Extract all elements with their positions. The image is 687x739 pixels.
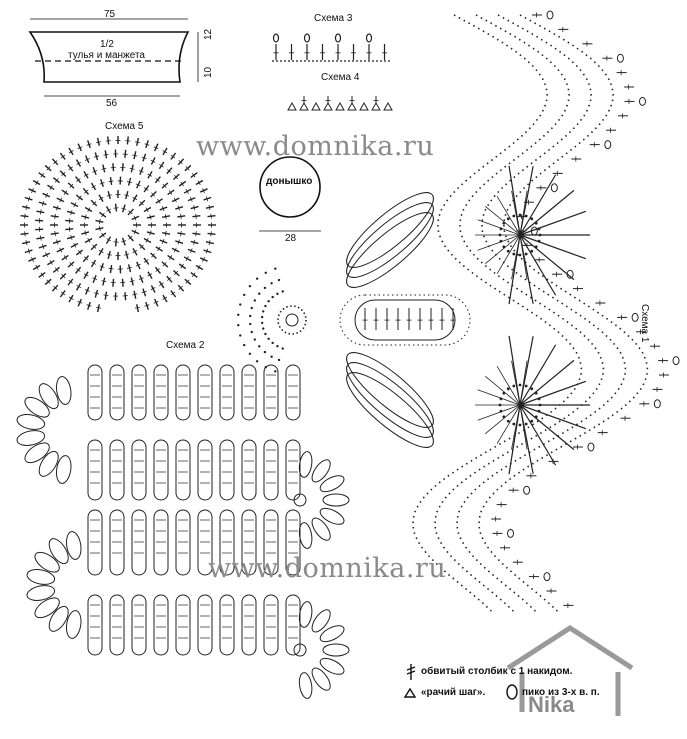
watermark-top: www.domnika.ru	[196, 131, 434, 162]
legend-crab-stitch: «рачий шаг».	[421, 687, 485, 698]
scheme-3-title: Схема 3	[314, 13, 352, 24]
scheme-3-drawing	[272, 34, 392, 61]
scheme-4-drawing	[288, 96, 392, 110]
crab-stitch-icon	[405, 689, 415, 697]
legend-double-crochet: обвитый столбик с 1 накидом.	[421, 666, 572, 677]
height-bottom-label: 10	[203, 67, 214, 78]
top-width-label: 75	[104, 9, 115, 20]
shape-name-label: тулья и манжета	[68, 50, 145, 61]
picot-icon	[507, 685, 517, 699]
scheme-5-title: Схема 5	[105, 121, 143, 132]
logo-text: Nika	[528, 692, 574, 718]
height-top-label: 12	[203, 29, 214, 40]
scheme-1-title: Схема 1	[639, 304, 650, 342]
bottom-circle-label: донышко	[266, 176, 312, 187]
scheme-2-drawing	[16, 365, 349, 699]
scheme-4-title: Схема 4	[321, 72, 359, 83]
bottom-circle	[259, 157, 321, 231]
watermark-bottom: www.domnika.ru	[208, 553, 446, 584]
bottom-circle-diameter: 28	[285, 233, 296, 244]
double-crochet-icon	[407, 664, 415, 680]
shape-fraction-label: 1/2	[100, 39, 114, 50]
scheme-5-drawing	[20, 136, 216, 312]
bottom-width-label: 56	[106, 98, 117, 109]
scheme-2-title: Схема 2	[166, 340, 204, 351]
